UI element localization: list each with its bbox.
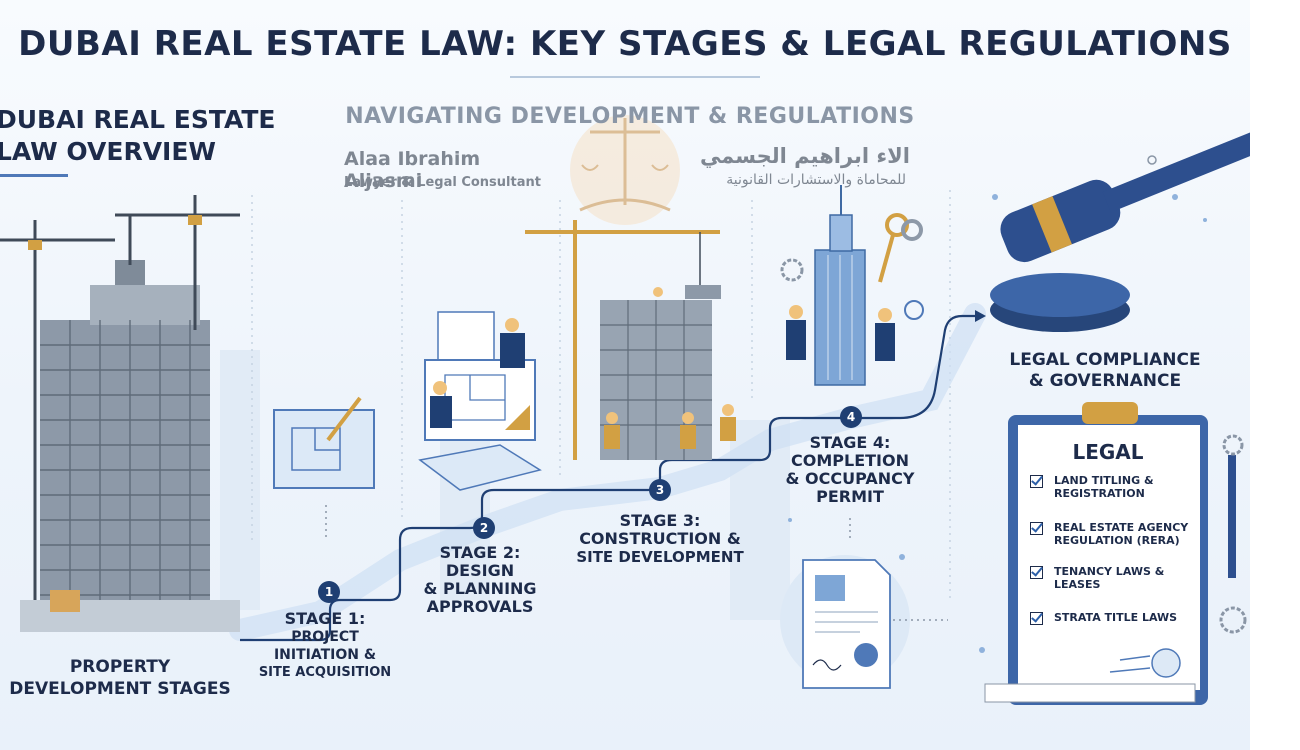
stage1-number-badge: 1 xyxy=(318,581,340,603)
stage2-line1: STAGE 2: xyxy=(439,543,521,562)
scales-of-justice-logo xyxy=(570,115,680,225)
overview-line1: DUBAI REAL ESTATE xyxy=(0,105,276,134)
watermark-role: Lawyer & Legal Consultant xyxy=(344,175,541,190)
stage1-line2: PROJECT xyxy=(291,629,359,645)
stage2-number-badge: 2 xyxy=(473,517,495,539)
stage1-line3: INITIATION & xyxy=(273,647,377,663)
stage4-line4: PERMIT xyxy=(816,487,884,506)
checklist-item-strata: STRATA TITLE LAWS xyxy=(1030,611,1200,627)
infographic-canvas: DUBAI REAL ESTATE LAW: KEY STAGES & LEGA… xyxy=(0,0,1250,750)
stage1-line4: SITE ACQUISITION xyxy=(258,665,392,680)
stage4-line2: COMPLETION xyxy=(791,451,909,470)
page-title: DUBAI REAL ESTATE LAW: KEY STAGES & LEGA… xyxy=(18,24,1232,64)
checklist-item-line2: REGULATION (RERA) xyxy=(1054,534,1180,547)
overview-heading: DUBAI REAL ESTATE LAW OVERVIEW xyxy=(0,104,296,168)
checkbox-checked-icon xyxy=(1030,522,1043,535)
stage1-line1: STAGE 1: xyxy=(284,609,366,628)
checklist-item-line1: TENANCY LAWS & xyxy=(1054,565,1165,578)
stage1-label: STAGE 1: PROJECT INITIATION & SITE ACQUI… xyxy=(250,610,400,682)
checkbox-checked-icon xyxy=(1030,475,1043,488)
checkbox-checked-icon xyxy=(1030,566,1043,579)
legal-heading-line1: LEGAL COMPLIANCE xyxy=(1009,350,1201,370)
checklist-item-line1: REAL ESTATE AGENCY xyxy=(1054,521,1189,534)
page-subtitle: NAVIGATING DEVELOPMENT & REGULATIONS xyxy=(345,104,915,129)
stage2-line4: APPROVALS xyxy=(426,597,534,616)
checklist-item-text: STRATA TITLE LAWS xyxy=(1054,611,1204,624)
path-arrowhead xyxy=(975,310,986,322)
stage3-line3: SITE DEVELOPMENT xyxy=(576,548,744,566)
completion-illustration xyxy=(780,185,924,386)
checklist-item-text: TENANCY LAWS & LEASES xyxy=(1054,565,1204,591)
checklist-item-line2: LEASES xyxy=(1054,578,1101,591)
sparkles xyxy=(788,155,1207,653)
legal-clipboard xyxy=(984,402,1247,705)
stage2-line3: & PLANNING xyxy=(423,579,537,598)
judge-gavel xyxy=(990,132,1250,332)
overview-line2: LAW OVERVIEW xyxy=(0,137,216,166)
checklist-item-line1: STRATA TITLE LAWS xyxy=(1054,611,1178,624)
development-stages-caption: PROPERTY DEVELOPMENT STAGES xyxy=(0,656,240,700)
stage-path-line xyxy=(240,314,975,642)
stage3-number-badge: 3 xyxy=(649,479,671,501)
watermark-name: Alaa Ibrahim Aljasmi xyxy=(344,148,481,192)
checklist-item-rera: REAL ESTATE AGENCY REGULATION (RERA) xyxy=(1030,521,1200,549)
stage2-label: STAGE 2: DESIGN & PLANNING APPROVALS xyxy=(415,544,545,616)
occupancy-permit-document xyxy=(780,555,948,689)
checklist-item-text: LAND TITLING & REGISTRATION xyxy=(1054,474,1204,500)
stage4-line1: STAGE 4: xyxy=(809,433,891,452)
construction-illustration xyxy=(525,220,736,460)
checklist-item-line2: REGISTRATION xyxy=(1054,487,1145,500)
stage4-line3: & OCCUPANCY xyxy=(785,469,915,488)
legal-heading-line2: & GOVERNANCE xyxy=(1028,371,1182,391)
stage3-line1: STAGE 3: xyxy=(619,511,701,530)
blueprint-drawing xyxy=(273,396,375,489)
development-line1: PROPERTY xyxy=(69,657,171,677)
checklist-item-tenancy: TENANCY LAWS & LEASES xyxy=(1030,565,1200,593)
checklist-title: LEGAL xyxy=(1072,440,1144,464)
stage3-line2: CONSTRUCTION & xyxy=(579,529,741,548)
design-planning-illustration xyxy=(418,311,542,491)
watermark-arabic-role: للمحاماة والاستشارات القانونية xyxy=(726,172,906,188)
stage2-line2: DESIGN xyxy=(445,561,515,580)
checklist-item-land-titling: LAND TITLING & REGISTRATION xyxy=(1030,474,1200,502)
section-dividers xyxy=(251,190,951,600)
crane-accent xyxy=(28,215,202,250)
stage3-label: STAGE 3: CONSTRUCTION & SITE DEVELOPMENT xyxy=(575,511,745,567)
building-under-construction xyxy=(20,260,240,632)
stage4-number-badge: 4 xyxy=(840,406,862,428)
checklist-item-text: REAL ESTATE AGENCY REGULATION (RERA) xyxy=(1054,521,1204,547)
checkbox-checked-icon xyxy=(1030,612,1043,625)
watermark-arabic-name: الاء ابراهيم الجسمي xyxy=(699,144,910,168)
title-underline xyxy=(510,76,760,78)
stage4-label: STAGE 4: COMPLETION & OCCUPANCY PERMIT xyxy=(770,434,930,506)
development-line2: DEVELOPMENT STAGES xyxy=(9,679,231,699)
overview-underline xyxy=(0,174,68,177)
illustration-layer xyxy=(0,115,1250,705)
checklist-item-line1: LAND TITLING & xyxy=(1054,474,1154,487)
legal-compliance-heading: LEGAL COMPLIANCE & GOVERNANCE xyxy=(990,350,1220,392)
